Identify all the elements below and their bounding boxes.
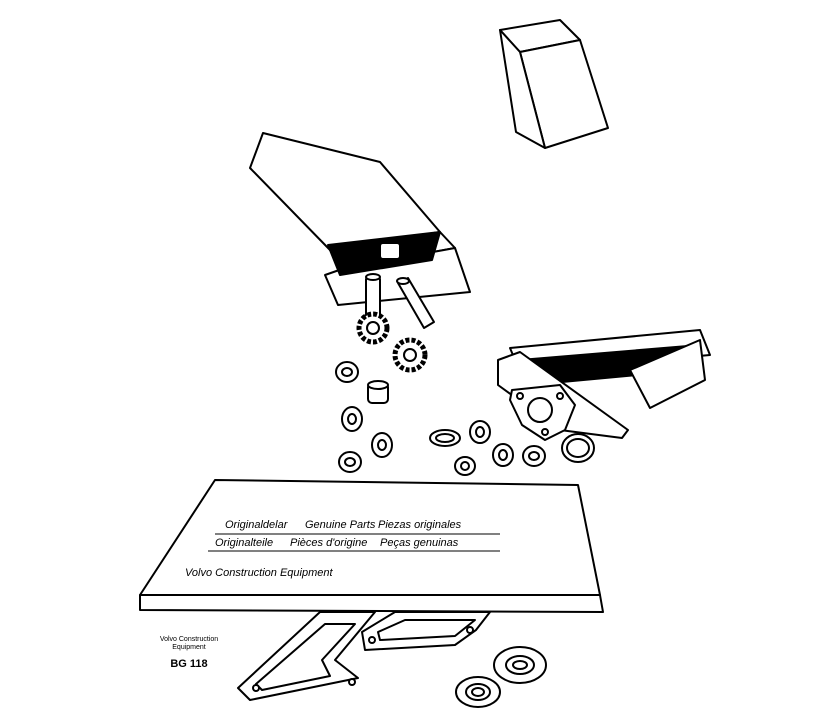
board-lettering: Originaldelar Genuine Parts Piezas origi… [185,519,500,579]
gear-1 [356,311,390,345]
board-line1-en: Genuine Parts [305,519,376,531]
flange-gasket [509,384,576,441]
board-line2-de: Originalteile [215,537,273,549]
open-box-left [249,132,471,306]
board-line2-fr: Pièces d'origine [290,537,367,549]
caption-company-line1: Volvo Construction [159,636,219,643]
parts-board [139,479,604,613]
board-line1-es: Piezas originales [378,519,462,531]
board-line1-sv: Originaldelar [225,519,289,531]
board-line2-pt: Peças genuinas [380,537,459,549]
shaft-angled [396,277,435,329]
gear-2 [392,337,428,373]
bearing-large [493,646,547,684]
bushing [367,380,389,404]
caption-code: BG 118 [170,658,208,670]
washers [335,361,595,476]
board-brand: Volvo Construction Equipment [185,567,334,579]
bearing-small [455,676,501,708]
gasket-plate-right [361,611,491,651]
caption-block: Volvo Construction Equipment BG 118 [140,636,238,670]
closed-box [499,19,609,149]
caption-company-line2: Equipment [172,644,206,651]
gasket-plate-left [237,611,376,701]
